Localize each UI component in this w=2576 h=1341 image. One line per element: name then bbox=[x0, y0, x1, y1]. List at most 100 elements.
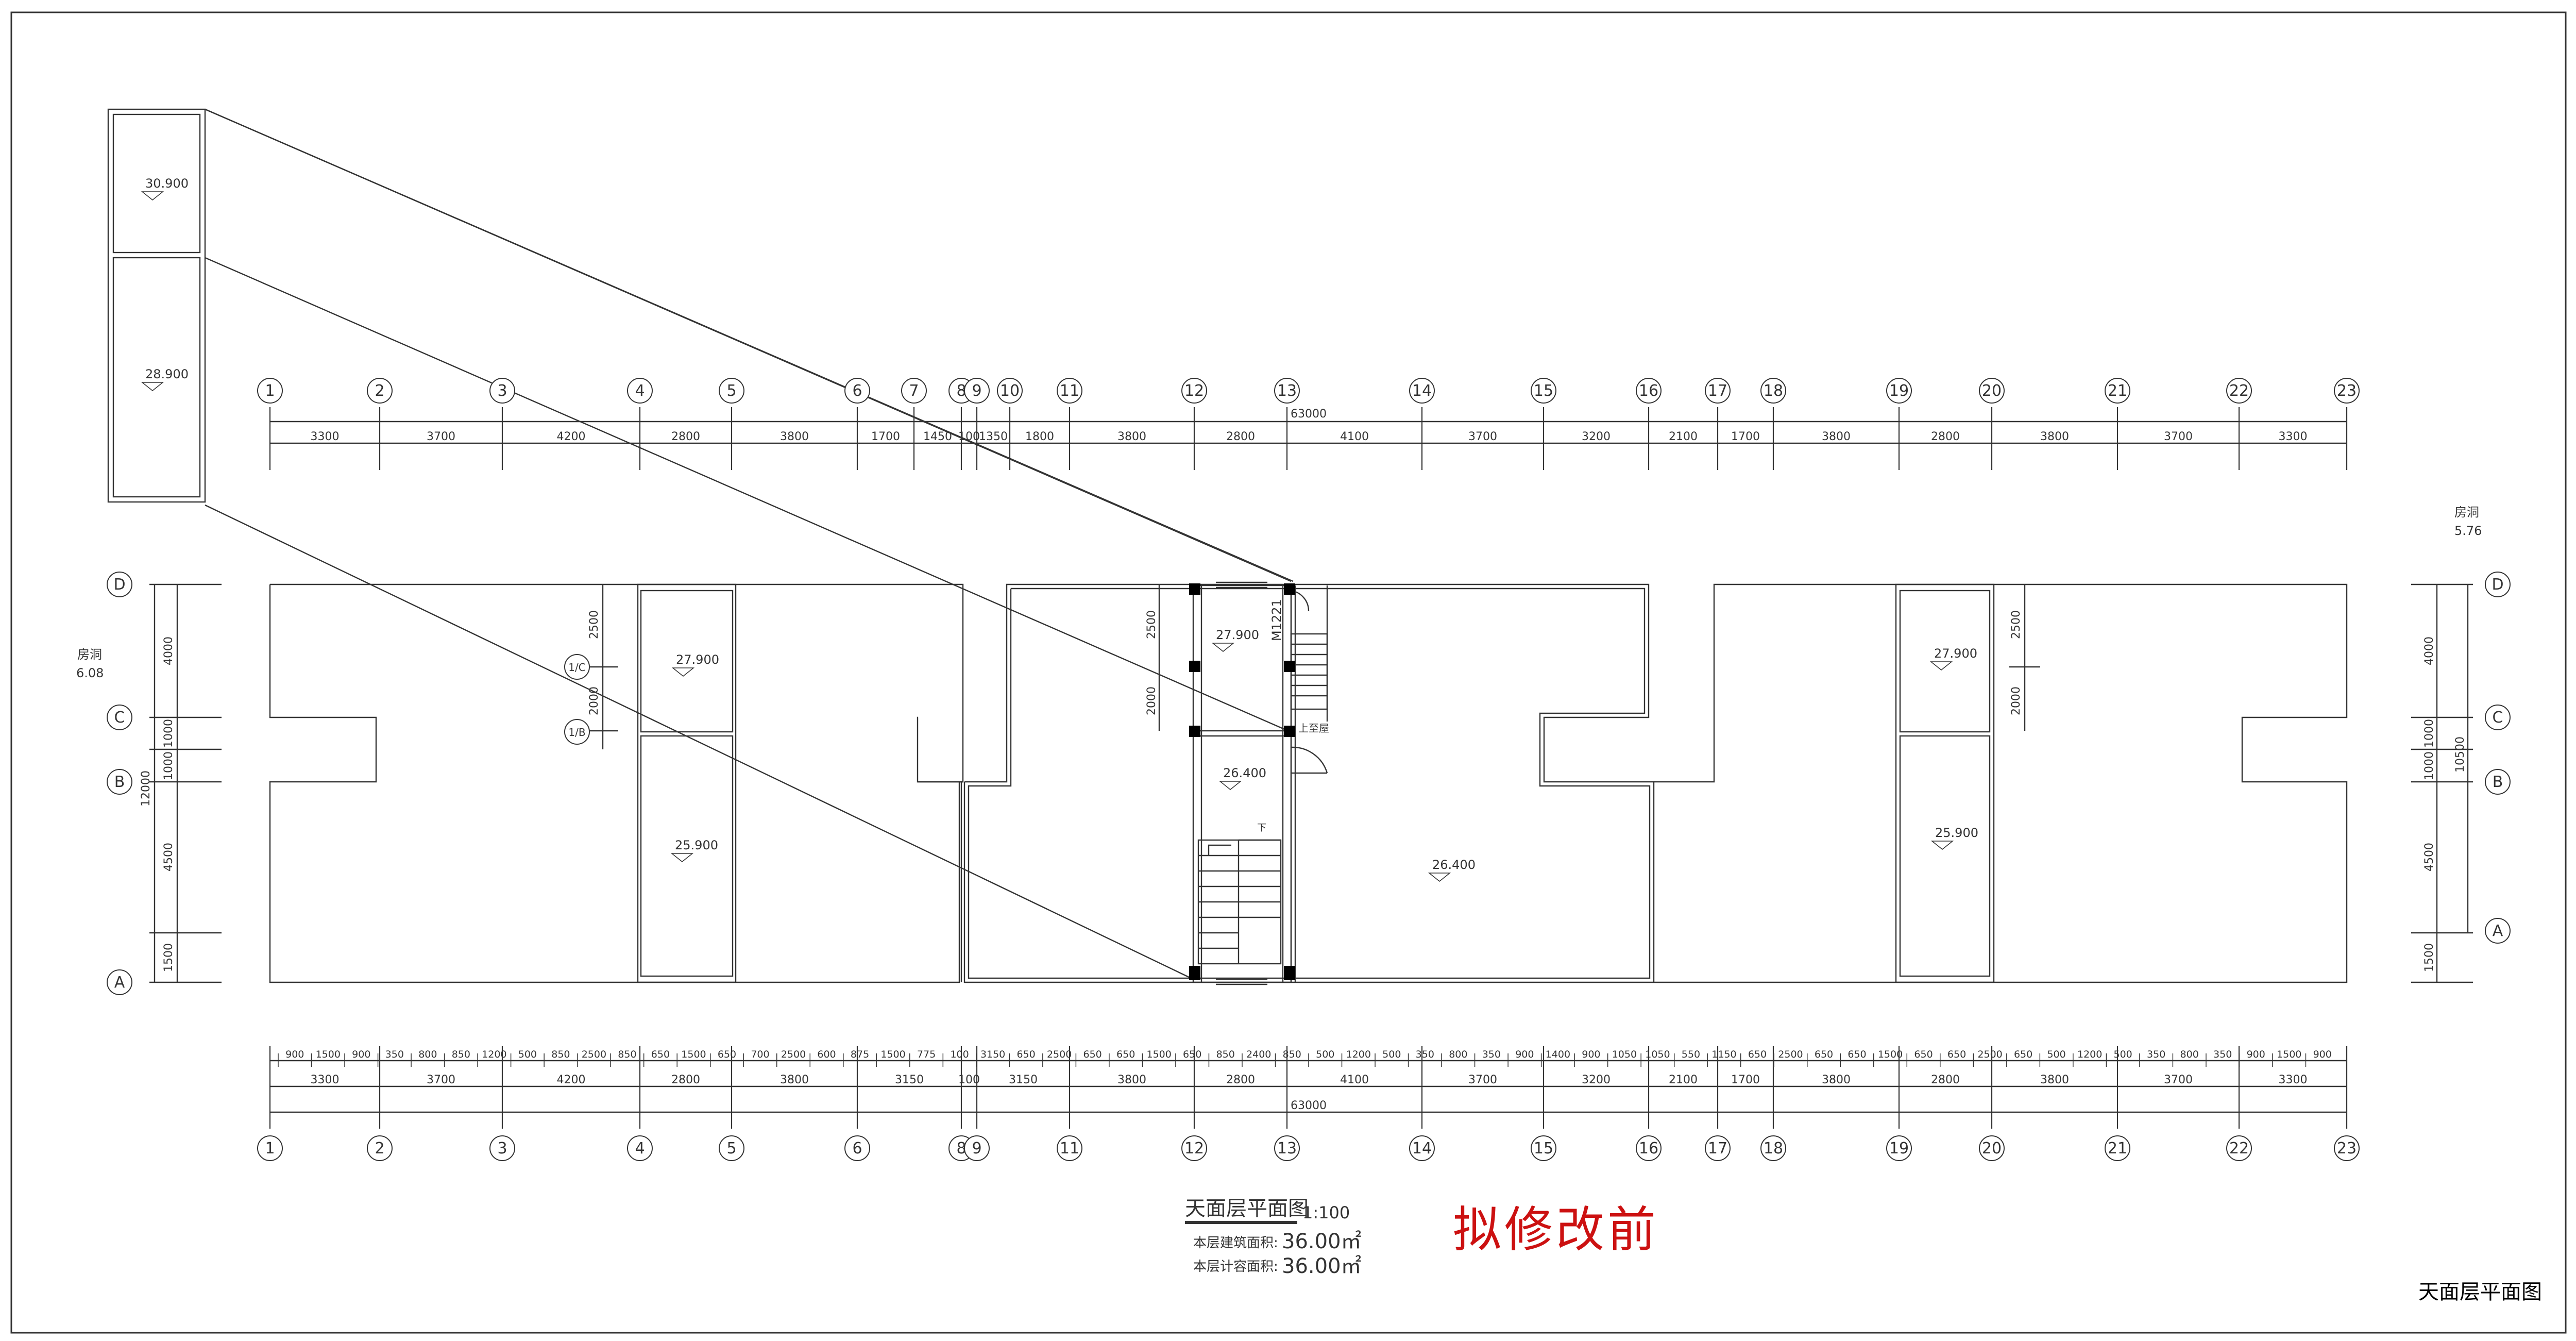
dimension-top-segment: 3800 bbox=[2040, 430, 2069, 443]
drawing-title: 天面层平面图 bbox=[1185, 1197, 1309, 1220]
elevation-detail-top: 30.900 bbox=[145, 176, 189, 191]
axis-label-top: 16 bbox=[1639, 382, 1658, 400]
axis-label-top: 18 bbox=[1764, 382, 1783, 400]
axis-label-top: 3 bbox=[497, 382, 507, 400]
elevation-detail-bottom: 28.900 bbox=[145, 367, 189, 381]
axis-label-bottom: 2 bbox=[375, 1139, 384, 1158]
axis-bubble-top bbox=[1636, 378, 1662, 404]
dimension-bottom-segment: 2100 bbox=[1669, 1074, 1698, 1086]
axis-label-bottom: 17 bbox=[1708, 1139, 1727, 1158]
axis-label-top: 17 bbox=[1708, 382, 1727, 400]
axis-label-bottom: 18 bbox=[1764, 1139, 1783, 1158]
dimension-top-segment: 3700 bbox=[2164, 430, 2193, 443]
dimension-bottom-segment: 3700 bbox=[427, 1074, 455, 1086]
axis-bubble-top bbox=[2226, 378, 2252, 404]
dimension-bottom-detail: 650 bbox=[651, 1049, 670, 1060]
elevation-center-stair: 27.900 bbox=[1216, 628, 1259, 642]
axis-bubble-top bbox=[964, 378, 990, 404]
dimension-bottom-total: 63000 bbox=[1291, 1099, 1327, 1112]
elevation-triangle-icon bbox=[671, 667, 695, 677]
dimension-top-segment: 3300 bbox=[311, 430, 340, 443]
dimension-bottom-segment: 3800 bbox=[1822, 1074, 1851, 1086]
dimension-bottom-detail: 800 bbox=[418, 1049, 437, 1060]
axis-label-bottom: 12 bbox=[1184, 1139, 1204, 1158]
dimension-center-inner: 2000 bbox=[1145, 686, 1158, 715]
elevation-triangle-icon bbox=[670, 853, 694, 862]
dimension-top-segment: 1700 bbox=[1731, 430, 1760, 443]
axis-label-bottom: 5 bbox=[726, 1139, 736, 1158]
plan-linework bbox=[107, 108, 2473, 1113]
axis-label-bottom: 13 bbox=[1277, 1139, 1297, 1158]
axis-label-top: 7 bbox=[909, 382, 919, 400]
axis-label-top: 15 bbox=[1534, 382, 1553, 400]
axis-bubble-top bbox=[844, 378, 870, 404]
axis-label-left: A bbox=[114, 974, 125, 992]
left-side-title: 房洞 bbox=[77, 647, 102, 662]
axis-label-top: 14 bbox=[1412, 382, 1432, 400]
dimension-bottom-detail: 850 bbox=[618, 1049, 636, 1060]
dimension-bottom-detail: 600 bbox=[817, 1049, 836, 1060]
axis-bubble-bottom bbox=[627, 1135, 653, 1161]
dimension-bottom-detail: 1500 bbox=[1878, 1049, 1903, 1060]
dimension-bottom-detail: 1200 bbox=[1346, 1049, 1371, 1060]
axis-bubble-bottom bbox=[1705, 1135, 1731, 1161]
dimension-right-segment: 1000 bbox=[2423, 719, 2436, 748]
dimension-bottom-segment: 2800 bbox=[1226, 1074, 1255, 1086]
dimension-bottom-detail: 650 bbox=[718, 1049, 736, 1060]
dimension-bottom-detail: 850 bbox=[452, 1049, 470, 1060]
axis-bubble-left bbox=[107, 969, 132, 995]
axis-bubble-bottom bbox=[2226, 1135, 2252, 1161]
dimension-bottom-detail: 1500 bbox=[316, 1049, 341, 1060]
elevation-triangle-icon bbox=[1929, 661, 1953, 671]
dimension-left-segment: 1500 bbox=[162, 943, 175, 972]
dimension-top-segment: 1450 bbox=[923, 430, 952, 443]
revision-stamp: 拟修改前 bbox=[1453, 1202, 1659, 1258]
axis-bubble-top bbox=[627, 378, 653, 404]
axis-label-left: C bbox=[114, 709, 125, 727]
axis-bubble-bottom bbox=[1760, 1135, 1786, 1161]
area-label-2: 本层计容面积: bbox=[1193, 1259, 1278, 1275]
dimension-bottom-detail: 350 bbox=[2213, 1049, 2232, 1060]
dimension-bottom-detail: 700 bbox=[751, 1049, 769, 1060]
dimension-bottom-detail: 650 bbox=[1183, 1049, 1201, 1060]
elevation-right-upper: 27.900 bbox=[1934, 646, 1977, 661]
dimension-bottom-detail: 875 bbox=[851, 1049, 869, 1060]
dimension-bottom-segment: 4200 bbox=[557, 1074, 586, 1086]
axis-bubble-right bbox=[2485, 705, 2511, 730]
dimension-bottom-segment: 100 bbox=[958, 1074, 980, 1086]
axis-label-top: 13 bbox=[1277, 382, 1297, 400]
axis-bubble-top bbox=[901, 378, 927, 404]
axis-bubble-bottom bbox=[489, 1135, 515, 1161]
dimension-bottom-segment: 3800 bbox=[780, 1074, 809, 1086]
axis-bubble-top bbox=[2105, 378, 2130, 404]
area-label-1: 本层建筑面积: bbox=[1193, 1235, 1278, 1251]
axis-bubble-bottom bbox=[964, 1135, 990, 1161]
axis-bubble-bottom bbox=[1886, 1135, 1912, 1161]
elevation-left-lower: 25.900 bbox=[675, 838, 718, 852]
elevation-center-lower: 26.400 bbox=[1223, 766, 1266, 780]
axis-grid-lines bbox=[269, 407, 2348, 1129]
axis-label-top: 12 bbox=[1184, 382, 1204, 400]
dimension-top-segment: 3800 bbox=[1822, 430, 1851, 443]
dimension-bottom-detail: 350 bbox=[2147, 1049, 2165, 1060]
axis-bubble-top bbox=[1979, 378, 2005, 404]
dimension-bottom-segment: 2800 bbox=[671, 1074, 700, 1086]
axis-label-bottom: 3 bbox=[497, 1139, 507, 1158]
axis-label-top: 5 bbox=[726, 382, 736, 400]
dimension-right-segment: 4500 bbox=[2423, 843, 2436, 871]
annotations: 房洞 6.08 房洞 5.76 M1221 上至屋 下 1/C 1/B bbox=[76, 505, 2482, 833]
dimension-right-inner: 2500 bbox=[2010, 610, 2023, 639]
axis-label-top: 6 bbox=[852, 382, 862, 400]
axis-label-bottom: 9 bbox=[972, 1139, 981, 1158]
axis-label-top: 2 bbox=[375, 382, 384, 400]
dimension-bottom-detail: 2500 bbox=[1977, 1049, 2002, 1060]
axis-bubble-bottom bbox=[1181, 1135, 1207, 1161]
dimension-bottom-detail: 800 bbox=[2180, 1049, 2199, 1060]
area-value-2: 36.00㎡ bbox=[1282, 1254, 1362, 1278]
axis-label-top: 9 bbox=[972, 382, 981, 400]
dimension-top-segment: 100 bbox=[958, 430, 980, 443]
axis-label-top: 4 bbox=[635, 382, 645, 400]
dimension-left-segment: 1000 bbox=[162, 719, 175, 748]
dimension-bottom-detail: 850 bbox=[551, 1049, 570, 1060]
dimension-left-segment: 4000 bbox=[162, 636, 175, 665]
